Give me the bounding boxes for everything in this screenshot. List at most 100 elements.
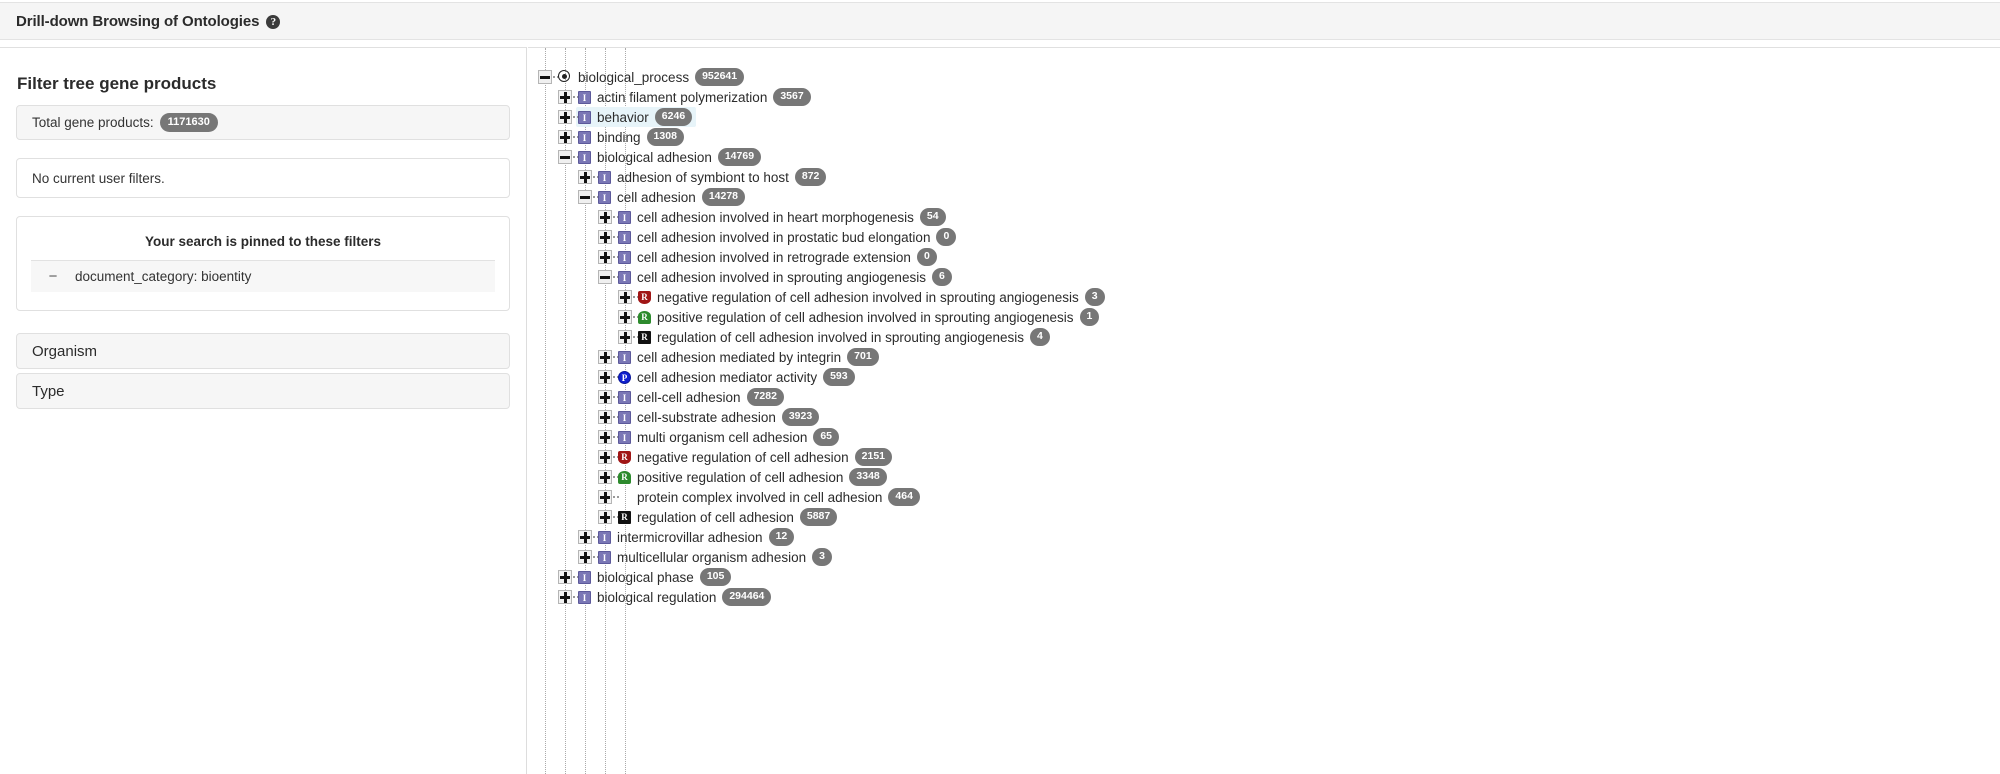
- tree-node-label[interactable]: protein complex involved in cell adhesio…: [637, 489, 883, 505]
- tree-node-label[interactable]: cell-substrate adhesion: [637, 409, 776, 425]
- expand-node-icon[interactable]: [576, 168, 599, 186]
- tree-node-label[interactable]: cell adhesion involved in retrograde ext…: [637, 249, 911, 265]
- expand-node-icon[interactable]: [596, 428, 619, 446]
- tree-node-label[interactable]: regulation of cell adhesion: [637, 509, 794, 525]
- tree-node-label[interactable]: biological adhesion: [597, 149, 712, 165]
- tree-node-label[interactable]: cell adhesion: [617, 189, 696, 205]
- tree-node-label[interactable]: behavior: [597, 109, 649, 125]
- tree-node-label[interactable]: biological regulation: [597, 589, 717, 605]
- tree-node-label[interactable]: cell adhesion involved in prostatic bud …: [637, 229, 931, 245]
- tree-node-content[interactable]: protein complex involved in cell adhesio…: [616, 487, 924, 507]
- expand-node-icon[interactable]: [596, 408, 619, 426]
- expand-node-icon[interactable]: [556, 568, 579, 586]
- expand-node-icon[interactable]: [596, 208, 619, 226]
- expand-node-icon[interactable]: [616, 328, 639, 346]
- collapse-node-icon[interactable]: [536, 68, 559, 86]
- expand-node-icon[interactable]: [556, 588, 579, 606]
- expand-node-icon[interactable]: [596, 508, 619, 526]
- expand-node-icon[interactable]: [596, 348, 619, 366]
- expand-node-icon[interactable]: [556, 128, 579, 146]
- tree-node-label[interactable]: negative regulation of cell adhesion: [637, 449, 849, 465]
- tree-node-label[interactable]: multi organism cell adhesion: [637, 429, 808, 445]
- tree-node-label[interactable]: actin filament polymerization: [597, 89, 768, 105]
- expand-node-icon[interactable]: [596, 368, 619, 386]
- expand-node-icon[interactable]: [596, 388, 619, 406]
- tree-node-label[interactable]: cell adhesion mediator activity: [637, 369, 818, 385]
- expand-node-icon[interactable]: [596, 248, 619, 266]
- expand-node-icon[interactable]: [616, 288, 639, 306]
- tree-node-label[interactable]: regulation of cell adhesion involved in …: [657, 329, 1024, 345]
- help-icon[interactable]: ?: [266, 15, 281, 29]
- tree-node-label[interactable]: multicellular organism adhesion: [617, 549, 807, 565]
- tree-node-label[interactable]: adhesion of symbiont to host: [617, 169, 789, 185]
- expand-node-icon[interactable]: [576, 548, 599, 566]
- tree-node-label[interactable]: biological phase: [597, 569, 694, 585]
- tree-node-label[interactable]: cell adhesion involved in heart morphoge…: [637, 209, 914, 225]
- tree-node-label[interactable]: cell-cell adhesion: [637, 389, 741, 405]
- tree-node-label[interactable]: cell adhesion involved in sprouting angi…: [637, 269, 926, 285]
- collapse-node-icon[interactable]: [576, 188, 599, 206]
- expand-node-icon[interactable]: [596, 468, 619, 486]
- tree-node-label[interactable]: biological_process: [578, 69, 690, 85]
- expand-node-icon[interactable]: [556, 108, 579, 126]
- remove-pinned-filter-icon[interactable]: −: [48, 268, 58, 285]
- accordion-type[interactable]: Type: [16, 373, 510, 409]
- expand-node-icon[interactable]: [596, 448, 619, 466]
- tree-node-label[interactable]: cell adhesion mediated by integrin: [637, 349, 842, 365]
- tree-node-label[interactable]: binding: [597, 129, 641, 145]
- tree-node-row[interactable]: protein complex involved in cell adhesio…: [528, 487, 2000, 507]
- expand-node-icon[interactable]: [616, 308, 639, 326]
- expand-node-icon[interactable]: [596, 488, 619, 506]
- collapse-node-icon[interactable]: [556, 148, 579, 166]
- tree-node-label[interactable]: intermicrovillar adhesion: [617, 529, 763, 545]
